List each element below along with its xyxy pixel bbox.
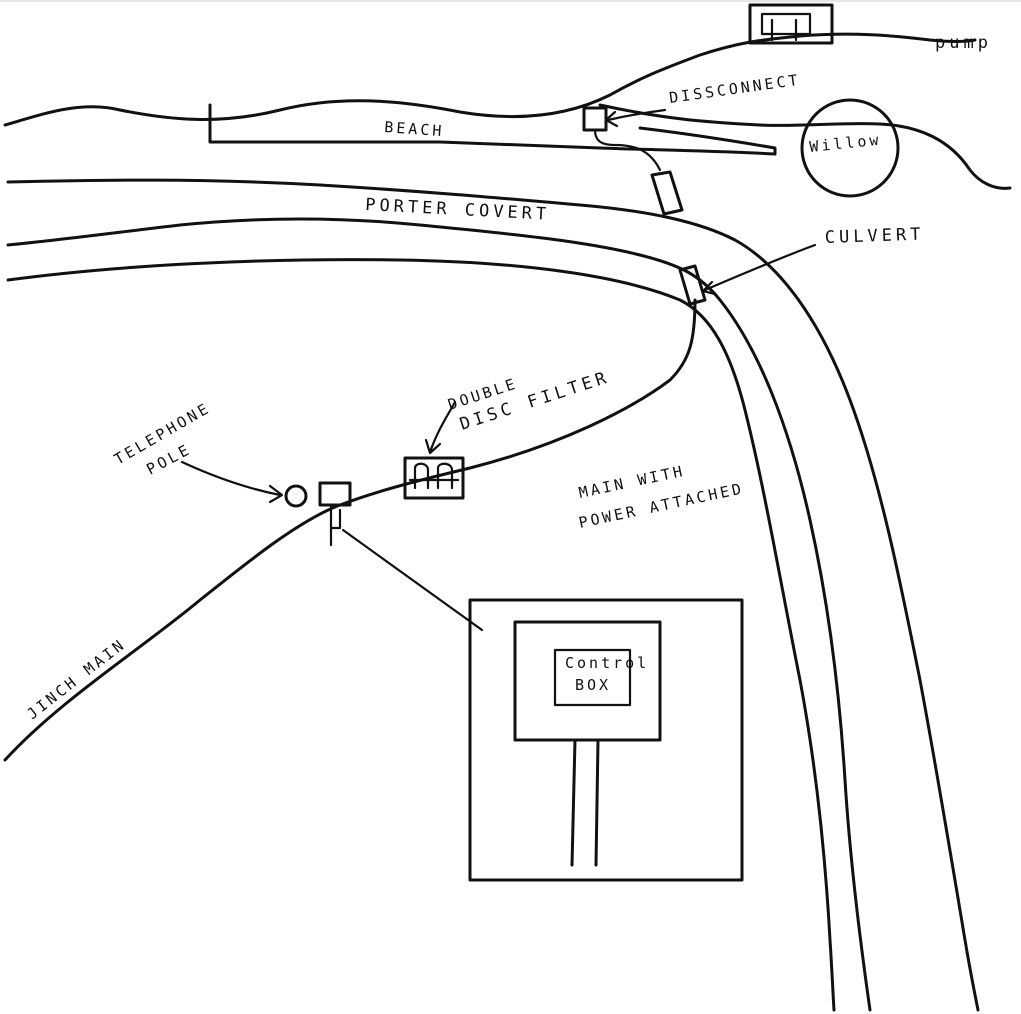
- label-control-2: BOX: [575, 676, 611, 694]
- inset-panel: [513, 620, 662, 742]
- label-main-pipe: JINCH MAIN: [23, 635, 129, 723]
- control-box-icon: [553, 648, 632, 707]
- beach-outline: [208, 103, 777, 156]
- label-willow: Willow: [809, 131, 883, 156]
- willow-icon: [800, 98, 900, 198]
- telephone-pole-icon: [284, 484, 308, 508]
- road-edge-lower: [6, 258, 836, 1012]
- shoreline-upper: [3, 32, 977, 127]
- post-right: [594, 738, 600, 867]
- post-left: [570, 738, 577, 867]
- label-pump: pump: [935, 33, 992, 53]
- culvert-icon: [678, 264, 707, 306]
- arrow-disconnect: [604, 108, 667, 128]
- main-pipe: [3, 298, 697, 762]
- label-disconnect: DISSCONNECT: [668, 71, 802, 107]
- label-culvert: CULVERT: [824, 225, 924, 248]
- disc-filter-icon: [403, 456, 465, 500]
- label-beach: BEACH: [384, 118, 445, 140]
- arrow-filter: [424, 400, 457, 455]
- label-control-1: Control: [565, 654, 649, 672]
- arrow-pole: [180, 460, 284, 504]
- disconnect-wire: [593, 128, 662, 172]
- shoreline-lower: [598, 103, 1012, 190]
- junction-riser: [329, 503, 342, 547]
- culvert-top-icon: [650, 170, 684, 216]
- junction-box-icon: [318, 481, 352, 507]
- inset-frame: [468, 598, 744, 882]
- road-edge-middle: [6, 217, 872, 1012]
- disconnect-icon: [582, 106, 608, 132]
- arrow-culvert: [701, 243, 817, 296]
- road-edge-top: [6, 178, 980, 1012]
- leader-junction-to-inset: [341, 528, 484, 632]
